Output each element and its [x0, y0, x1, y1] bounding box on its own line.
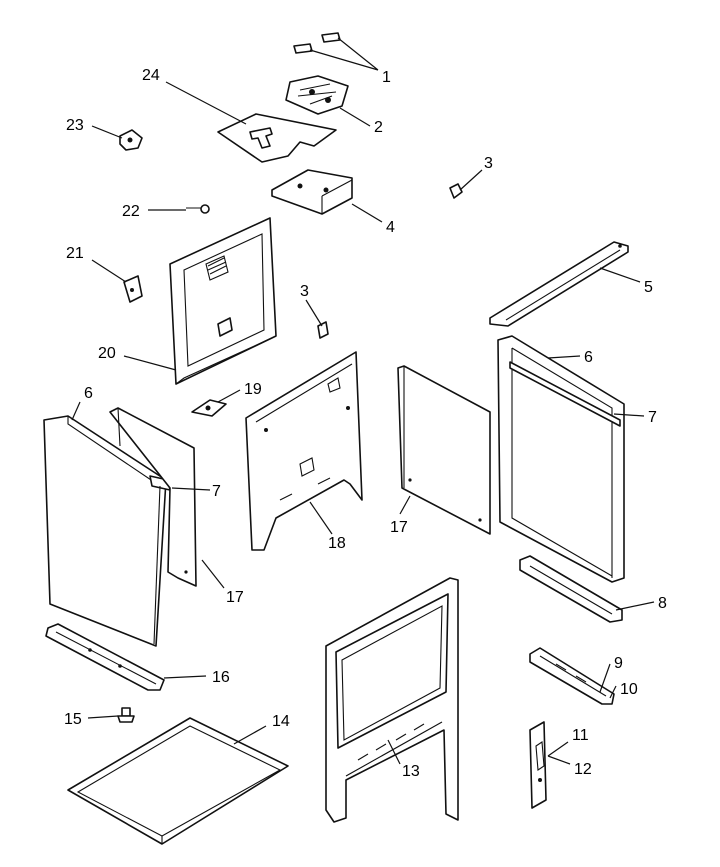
part-11-12-bracket: [529, 721, 547, 809]
callout-23: 23: [66, 117, 84, 134]
callout-13: 13: [402, 763, 420, 780]
callout-2: 2: [374, 119, 383, 136]
part-16-bottom-rail: [45, 623, 165, 691]
part-3-bushing-top: [449, 183, 463, 199]
callout-18: 18: [328, 535, 346, 552]
callout-12: 12: [574, 761, 592, 778]
callout-10: 10: [620, 681, 638, 698]
part-15-leveling-leg: [117, 707, 135, 723]
callout-7-left: 7: [212, 483, 221, 500]
callout-11: 11: [572, 727, 589, 744]
callout-21: 21: [66, 245, 84, 262]
part-24-plate: [217, 113, 337, 163]
callout-17-middle: 17: [390, 519, 408, 536]
part-17-side-panel-middle: [397, 365, 491, 535]
callout-17-left: 17: [226, 589, 244, 606]
part-20-rear-panel: [169, 217, 277, 385]
part-17-side-panel-left: [109, 407, 197, 587]
callout-4: 4: [386, 219, 395, 236]
part-14-bottom-tray: [67, 717, 289, 845]
callout-14: 14: [272, 713, 290, 730]
callout-6-right: 6: [584, 349, 593, 366]
callout-19: 19: [244, 381, 262, 398]
callout-labels: 1 2 3 3 4 5 6 6 7 7 8 9 10 11 12 13 14 1…: [64, 67, 667, 780]
callout-7-right: 7: [648, 409, 657, 426]
callout-6-left: 6: [84, 385, 93, 402]
callout-24: 24: [142, 67, 160, 84]
part-1-clips: [293, 32, 341, 54]
part-6-side-panel-left: [43, 415, 171, 647]
part-3-bushing-middle: [317, 321, 329, 339]
callout-8: 8: [658, 595, 667, 612]
part-8-bottom-rail: [519, 555, 623, 623]
callout-15: 15: [64, 711, 82, 728]
callout-9: 9: [614, 655, 623, 672]
part-4-mounting-bracket: [271, 169, 353, 215]
callout-20: 20: [98, 345, 116, 362]
part-2-bracket-assembly: [285, 75, 349, 115]
part-6-side-frame-right: [497, 335, 625, 583]
part-21-plate: [123, 275, 143, 303]
part-9-10-rail: [529, 647, 615, 705]
leader-lines: [71, 37, 655, 765]
callout-1: 1: [382, 69, 391, 86]
callout-5: 5: [644, 279, 653, 296]
callout-16: 16: [212, 669, 230, 686]
callout-3-top: 3: [484, 155, 493, 172]
part-5-top-rail: [489, 241, 629, 327]
part-18-rear-panel: [245, 351, 363, 551]
part-19-gasket: [191, 399, 227, 417]
callout-22: 22: [122, 203, 140, 220]
part-23-small-bracket: [119, 129, 143, 151]
part-22-screw: [186, 204, 210, 214]
callout-3-middle: 3: [300, 283, 309, 300]
part-13-front-frame: [325, 577, 459, 823]
